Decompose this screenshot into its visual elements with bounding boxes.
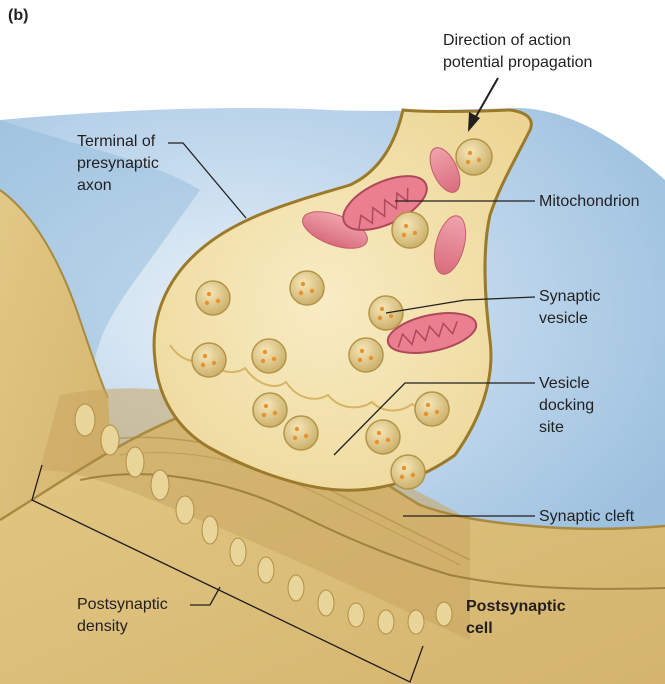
bracket xyxy=(31,464,424,683)
postsynaptic-density-bumps xyxy=(74,403,453,635)
synaptic-vesicle-label: Synaptic vesicle xyxy=(539,288,601,327)
vesicle-contents xyxy=(200,150,482,480)
docking-site-label: Vesicle docking site xyxy=(539,375,595,436)
postsynaptic-cell-label: Postsynaptic cell xyxy=(466,598,566,637)
mitochondrion-label: Mitochondrion xyxy=(539,193,640,210)
terminal-label: Terminal of presynaptic axon xyxy=(77,133,159,194)
synaptic-cleft-label: Synaptic cleft xyxy=(539,508,635,525)
direction-label: Direction of action potential propagatio… xyxy=(443,32,593,71)
direction-arrow xyxy=(468,77,499,132)
leader-lines xyxy=(168,142,536,606)
panel-label: (b) xyxy=(8,7,29,24)
mitochondria xyxy=(302,147,478,354)
postsynaptic-density-label: Postsynaptic density xyxy=(77,596,168,635)
synaptic-vesicles xyxy=(191,138,493,490)
